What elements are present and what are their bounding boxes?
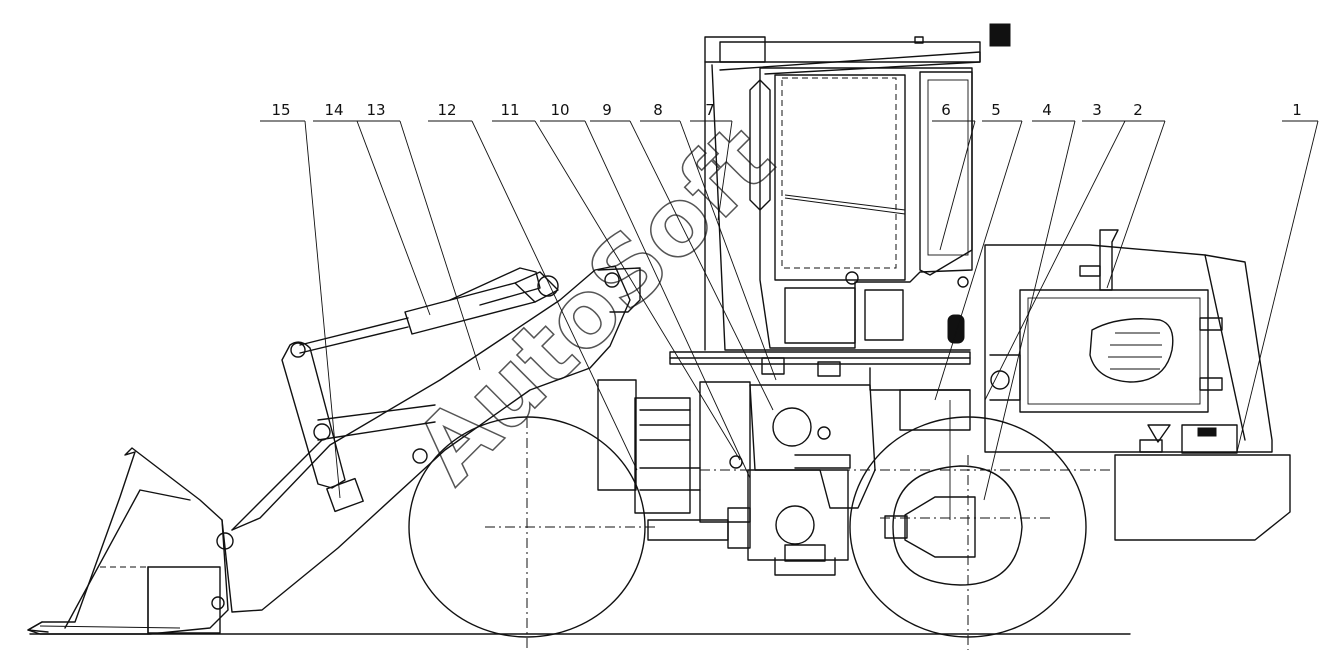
bellcrank-link bbox=[231, 341, 436, 531]
callout-number: 2 bbox=[1133, 101, 1143, 119]
callout-15: 15 bbox=[260, 101, 341, 499]
callout-leader bbox=[399, 120, 481, 371]
callout-leader bbox=[1236, 120, 1319, 453]
callout-6: 6 bbox=[932, 101, 976, 251]
callout-11: 11 bbox=[492, 101, 741, 461]
callout-leader bbox=[629, 120, 774, 411]
callout-leader bbox=[471, 120, 638, 471]
rear-wheel bbox=[849, 400, 1087, 650]
bucket bbox=[27, 447, 234, 635]
callout-12: 12 bbox=[428, 101, 638, 471]
cab bbox=[704, 23, 1011, 351]
tilt-cylinder bbox=[299, 267, 559, 354]
callout-number: 8 bbox=[653, 101, 663, 119]
callout-number: 4 bbox=[1042, 101, 1052, 119]
beacon-light-icon bbox=[989, 23, 1011, 47]
callout-number: 12 bbox=[437, 101, 456, 119]
cab-platform bbox=[669, 351, 971, 431]
callout-14: 14 bbox=[313, 101, 431, 316]
callout-2: 2 bbox=[1106, 101, 1166, 289]
callout-leader bbox=[939, 120, 976, 251]
callout-5: 5 bbox=[934, 101, 1023, 401]
warning-decal-icon bbox=[326, 477, 364, 513]
callout-leader bbox=[934, 120, 1023, 401]
callout-number: 13 bbox=[366, 101, 385, 119]
callout-number: 1 bbox=[1292, 101, 1302, 119]
counterweight bbox=[1114, 424, 1291, 541]
callout-number: 15 bbox=[271, 101, 290, 119]
callout-9: 9 bbox=[590, 101, 774, 411]
callout-leader bbox=[304, 120, 341, 499]
callout-leader bbox=[356, 120, 431, 316]
callout-3: 3 bbox=[984, 101, 1126, 401]
callout-13: 13 bbox=[356, 101, 481, 371]
callout-4: 4 bbox=[983, 101, 1076, 501]
callout-number: 14 bbox=[324, 101, 343, 119]
callout-7: 7 bbox=[690, 101, 733, 221]
callout-number: 7 bbox=[705, 101, 715, 119]
callout-leader bbox=[717, 120, 733, 221]
callout-leader bbox=[679, 120, 777, 381]
callout-leader bbox=[984, 120, 1126, 401]
engine-hood bbox=[984, 229, 1273, 453]
front-frame bbox=[597, 379, 751, 549]
callout-number: 11 bbox=[500, 101, 519, 119]
callout-layer: 15 14 13 12 11 10 9 8 7 6 5 4 3 2 1 bbox=[260, 101, 1319, 501]
callout-leader bbox=[534, 120, 741, 461]
callout-number: 5 bbox=[991, 101, 1001, 119]
callout-10: 10 bbox=[540, 101, 751, 479]
front-wheel bbox=[408, 416, 655, 650]
transmission bbox=[700, 384, 1110, 576]
callout-number: 9 bbox=[602, 101, 612, 119]
callout-number: 3 bbox=[1092, 101, 1102, 119]
callout-leader bbox=[584, 120, 751, 479]
callout-number: 10 bbox=[550, 101, 569, 119]
callout-8: 8 bbox=[640, 101, 777, 381]
callout-1: 1 bbox=[1236, 101, 1319, 453]
boom-arm bbox=[221, 265, 641, 613]
callout-number: 6 bbox=[941, 101, 951, 119]
callout-leader bbox=[1106, 120, 1166, 289]
